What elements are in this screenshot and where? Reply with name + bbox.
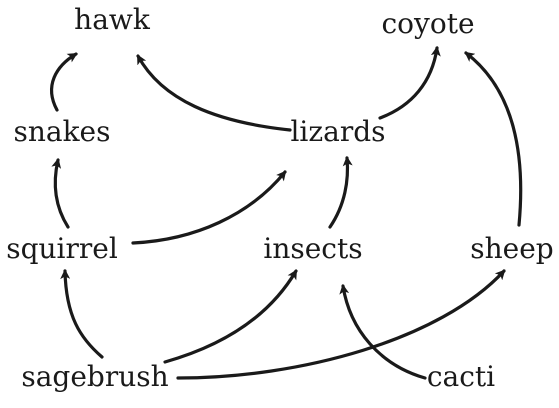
edge-sagebrush-to-sheep: [176, 269, 506, 380]
node-cacti: cacti: [426, 360, 496, 393]
edge-snakes-to-hawk: [50, 52, 78, 112]
node-coyote: coyote: [381, 7, 475, 40]
node-lizards: lizards: [290, 115, 386, 148]
node-snakes: snakes: [13, 115, 111, 148]
edge-insects-to-lizards: [328, 156, 353, 229]
edge-squirrel-to-snakes: [51, 158, 70, 229]
node-sheep: sheep: [470, 232, 554, 265]
node-insects: insects: [263, 232, 363, 265]
edge-sagebrush-to-squirrel: [60, 269, 104, 359]
edge-lizards-to-hawk: [136, 54, 292, 132]
node-squirrel: squirrel: [6, 232, 118, 265]
node-sagebrush: sagebrush: [21, 360, 169, 393]
edge-sheep-to-coyote: [464, 51, 523, 227]
edge-cacti-to-insects: [339, 284, 427, 380]
node-hawk: hawk: [74, 3, 150, 36]
edge-lizards-to-coyote: [378, 46, 441, 120]
edge-squirrel-to-lizards: [131, 170, 287, 245]
edge-sagebrush-to-insects: [163, 269, 298, 364]
